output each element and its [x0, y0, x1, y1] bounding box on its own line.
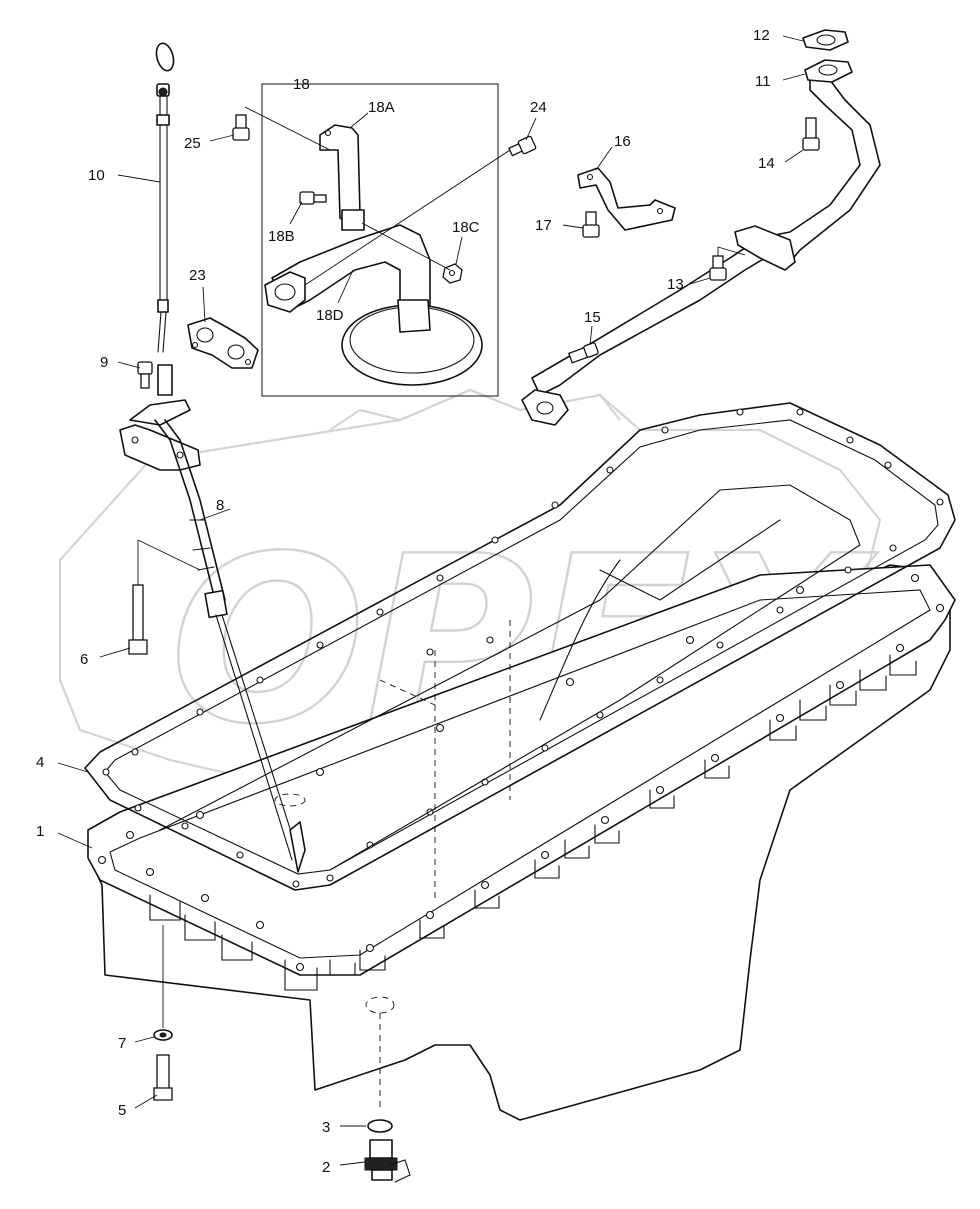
oil-pan — [87, 564, 956, 1121]
nut-18C — [442, 263, 463, 284]
dipstick-tube — [119, 364, 306, 873]
callout-4: 4 — [36, 754, 44, 771]
callout-25: 25 — [184, 135, 201, 152]
callout-9: 9 — [100, 354, 108, 371]
callout-24: 24 — [530, 99, 547, 116]
bolt-14 — [802, 117, 820, 151]
callout-18D: 18D — [316, 307, 344, 324]
callout-18: 18 — [293, 76, 310, 93]
washer-7 — [153, 925, 173, 1041]
callout-18A: 18A — [368, 99, 395, 116]
callout-12: 12 — [753, 27, 770, 44]
bolt-5 — [153, 1054, 173, 1101]
callout-15: 15 — [584, 309, 601, 326]
bolt-24 — [508, 135, 537, 157]
bolt-6 — [128, 539, 201, 655]
callout-10: 10 — [88, 167, 105, 184]
callout-18C: 18C — [452, 219, 480, 236]
callout-5: 5 — [118, 1102, 126, 1119]
bolt-17 — [582, 211, 600, 238]
pan-inner-slope — [539, 519, 781, 721]
callout-6: 6 — [80, 651, 88, 668]
callout-13: 13 — [667, 276, 684, 293]
gasket-12 — [802, 29, 849, 51]
leader-lines — [57, 35, 806, 1166]
callout-7: 7 — [118, 1035, 126, 1052]
bracket-18A — [319, 124, 365, 231]
callout-18B: 18B — [268, 228, 295, 245]
suction-pipe — [521, 59, 881, 426]
callout-8: 8 — [216, 497, 224, 514]
callout-23: 23 — [189, 267, 206, 284]
bolt-9 — [137, 361, 153, 389]
callout-1: 1 — [36, 823, 44, 840]
pickup-assembly-frame — [261, 83, 499, 397]
bolt-15 — [567, 342, 599, 364]
callout-3: 3 — [322, 1119, 330, 1136]
bolt-13 — [709, 255, 727, 281]
callout-16: 16 — [614, 133, 631, 150]
callout-11: 11 — [755, 73, 771, 90]
drain-plug-2 — [364, 1139, 411, 1183]
oil-pickup-tube — [264, 224, 483, 386]
callout-labels: 1 2 3 4 5 6 7 8 9 10 11 12 13 14 15 16 1… — [36, 27, 775, 1176]
callout-17: 17 — [535, 217, 552, 234]
callout-14: 14 — [758, 155, 775, 172]
seal-ring-3 — [367, 1119, 393, 1133]
pan-inner-rim — [159, 484, 861, 871]
gasket-23 — [187, 317, 259, 369]
dipstick — [155, 42, 175, 353]
bolt-18B — [299, 191, 327, 205]
bracket-16 — [577, 167, 676, 231]
callout-2: 2 — [322, 1159, 330, 1176]
bolt-25 — [232, 114, 250, 141]
